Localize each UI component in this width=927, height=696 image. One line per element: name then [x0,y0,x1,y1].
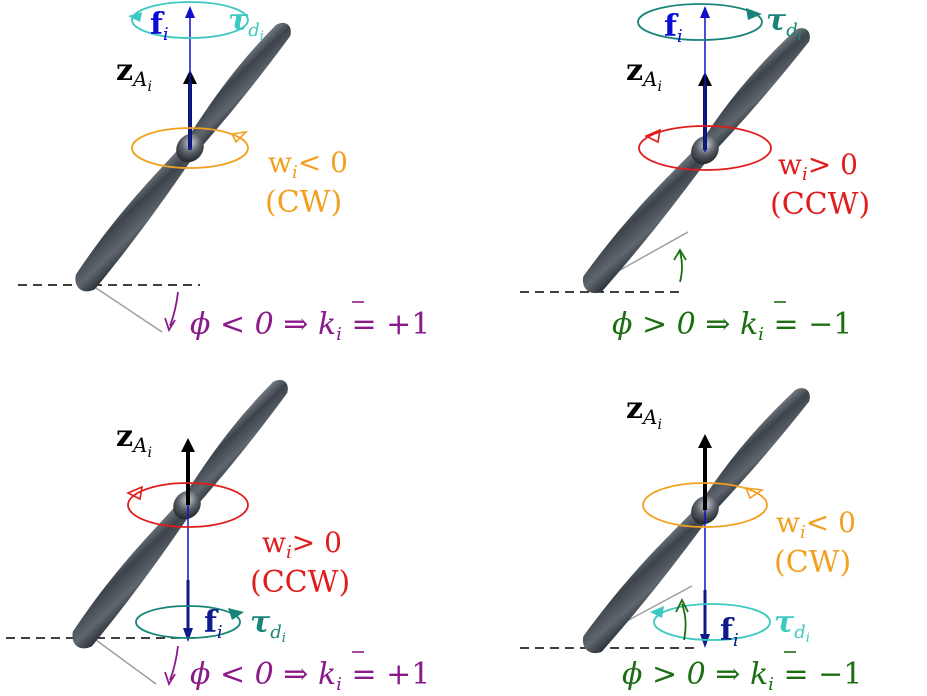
panel-top-right: fi τdi zAi wi> 0 (CCW) ϕ > 0 ⇒ ki = −1 [520,3,870,345]
angle-arc [679,251,683,283]
rotation-direction-label: (CCW) [250,565,350,600]
panel-top-left: fi τdi zAi wi< 0 (CW) ϕ < 0 ⇒ ki = +1 [18,1,430,345]
rotation-arrowhead [644,128,662,144]
rotation-ellipse [131,127,249,169]
rotation-arrowhead [230,130,249,144]
drag-torque-label: τdi [250,605,286,646]
force-label: fi [720,613,739,651]
drag-torque-ellipse [637,3,763,41]
rotation-direction-label: (CW) [774,545,851,580]
drag-torque-arrowhead [650,606,664,618]
rotation-arrowhead [126,485,144,501]
angle-arc [169,645,179,681]
rotation-ellipse [127,482,249,528]
force-label: fi [150,7,169,45]
z-axis-label: zAi [116,419,152,461]
drag-torque-label: τdi [228,3,264,44]
drag-torque-arrowhead [228,608,244,620]
drag-torque-label: τdi [774,605,810,646]
drag-torque-arrowhead [746,8,762,20]
angle-arc [681,603,687,641]
rotation-direction-label: (CW) [265,185,342,220]
angular-velocity-label: wi> 0 [778,148,858,185]
angular-velocity-label: wi> 0 [262,526,342,563]
z-axis-arrowhead [181,438,195,452]
z-axis-label: zAi [116,53,152,95]
force-label: fi [204,605,223,643]
rotation-ellipse [642,482,768,528]
force-label: fi [664,9,683,47]
phi-condition-label: ϕ < 0 ⇒ ki = +1 [190,657,430,695]
angular-velocity-label: wi< 0 [268,146,348,183]
panel-bottom-right: zAi fi τdi wi< 0 (CW) ϕ > 0 ⇒ ki = −1 [520,388,862,695]
angle-arc [169,291,179,327]
z-axis-arrowhead [698,434,712,448]
drag-torque-arrowhead [128,12,142,22]
angular-velocity-label: wi< 0 [776,506,856,543]
force-arrowhead [183,628,193,642]
phi-condition-label: ϕ < 0 ⇒ ki = +1 [190,307,430,345]
drag-torque-ellipse [131,1,249,39]
z-axis-label: zAi [626,53,662,95]
drag-torque-ellipse [653,603,771,641]
force-arrowhead [185,6,195,18]
blade-angle-line [95,639,157,685]
propeller [75,22,291,292]
panel-bottom-left: zAi fi τdi wi> 0 (CCW) ϕ < 0 ⇒ ki = +1 [6,379,430,695]
phi-condition-label: ϕ > 0 ⇒ ki = −1 [622,657,862,695]
phi-condition-label: ϕ > 0 ⇒ ki = −1 [612,307,852,345]
rotation-direction-label: (CCW) [770,187,870,222]
z-axis-label: zAi [626,391,662,433]
drag-torque-label: τdi [766,3,802,44]
drag-torque-ellipse [135,605,241,639]
rotation-arrowhead [744,487,765,500]
rotation-ellipse [638,125,772,171]
force-arrowhead [700,6,710,18]
force-arrowhead [700,634,710,648]
blade-angle-line [95,287,163,333]
propeller [582,388,810,654]
